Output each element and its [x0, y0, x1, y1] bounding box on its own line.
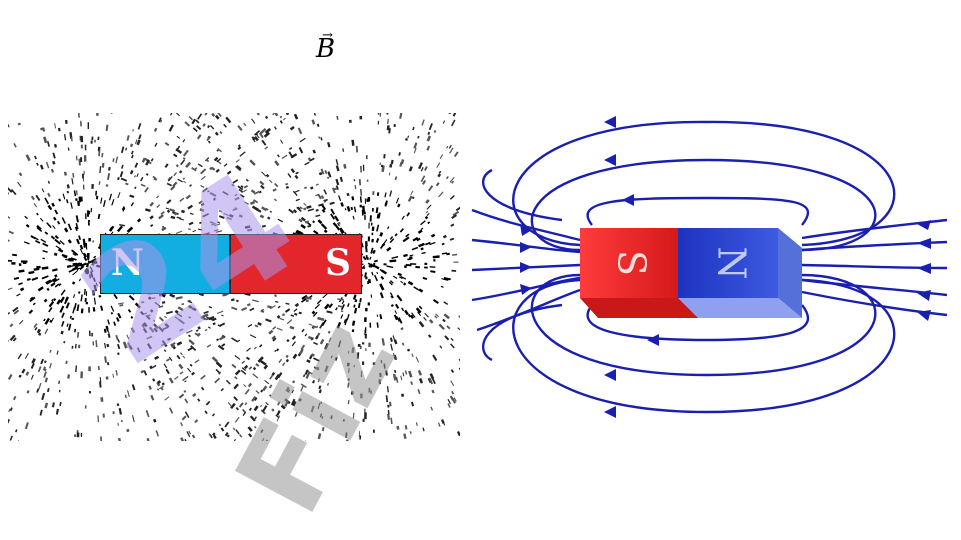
magnet-north-label: N [710, 246, 754, 279]
field-line [801, 240, 948, 252]
field-line [801, 263, 948, 270]
north-pole: N [101, 235, 231, 293]
south-pole: S [231, 235, 361, 293]
field-loop [586, 304, 809, 342]
field-line [471, 276, 581, 302]
field-lines-diagram: S N [471, 116, 948, 418]
field-line [801, 290, 948, 317]
arrow-marker [604, 406, 616, 418]
arrow-marker [647, 334, 659, 346]
field-loop [530, 273, 877, 377]
field-line [476, 288, 581, 332]
field-line [801, 218, 948, 240]
field-line [801, 278, 948, 297]
magnet-south-face [580, 228, 678, 298]
arrow-marker [604, 369, 616, 381]
field-loop [482, 303, 563, 362]
magnetic-field-symbol: → B [316, 28, 336, 64]
vector-arrow: → [322, 28, 333, 43]
right-side-arrows [917, 220, 931, 321]
loop-arrows [604, 116, 659, 418]
bar-magnet-3d: S N [580, 228, 802, 318]
south-pole-label: S [325, 242, 351, 284]
arrow-marker [917, 290, 931, 301]
field-line [471, 208, 581, 242]
field-line [471, 263, 581, 272]
arrow-marker [520, 284, 532, 295]
arrow-marker [622, 194, 634, 206]
field-loop [512, 120, 896, 247]
magnet-bottom-red [580, 298, 698, 318]
arrow-marker [520, 224, 532, 236]
magnet-north-face [678, 228, 778, 298]
arrow-marker [917, 310, 931, 321]
magnet-right-face [778, 228, 802, 318]
symbol-letter: B [316, 34, 336, 64]
arrow-marker [917, 220, 931, 230]
arrow-marker [917, 238, 931, 249]
arrow-marker [604, 154, 616, 166]
field-loop [482, 168, 563, 222]
iron-filings-photo: N S [8, 113, 460, 441]
arrow-marker [520, 242, 532, 253]
arrow-marker [520, 262, 532, 273]
right-side-lines [801, 218, 948, 317]
north-pole-label: N [111, 242, 144, 284]
magnet-south-label: S [610, 250, 654, 276]
arrow-marker [917, 263, 931, 274]
bar-magnet-flat: N S [100, 234, 362, 294]
field-line [471, 238, 581, 254]
arrow-marker [604, 116, 616, 128]
field-loop [586, 196, 809, 226]
left-side-arrows [520, 224, 532, 295]
left-side-lines [471, 208, 581, 332]
